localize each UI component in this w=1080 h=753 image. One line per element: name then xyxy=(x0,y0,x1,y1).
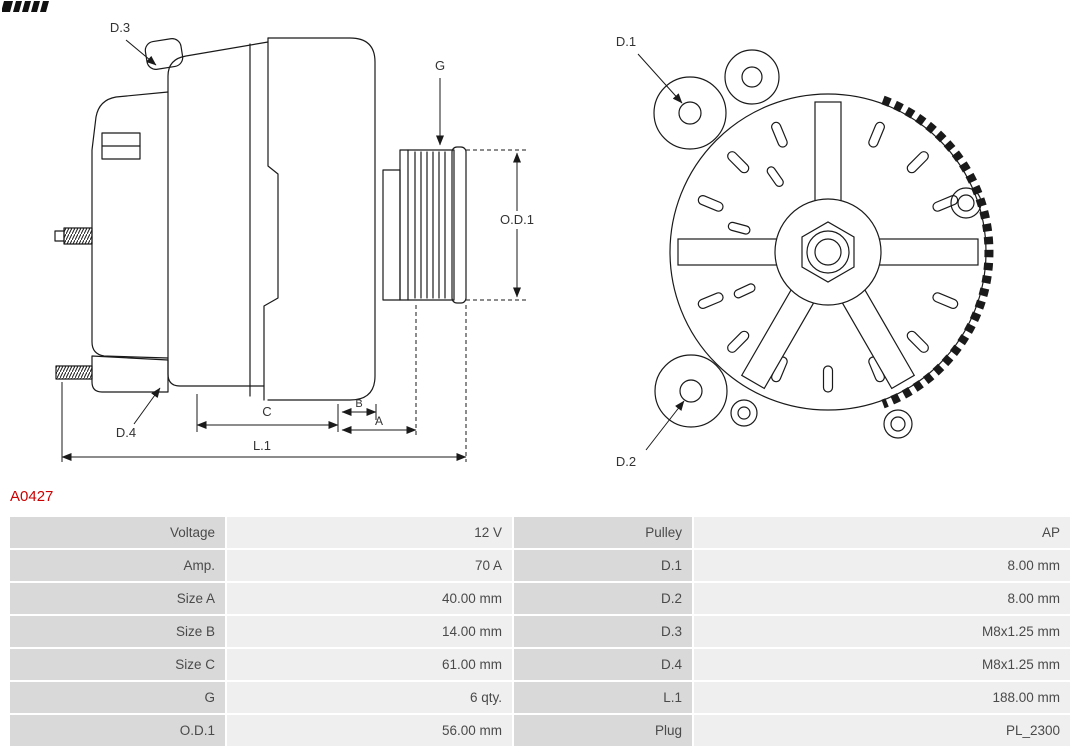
dim-label-a: A xyxy=(375,414,383,428)
spec-label: O.D.1 xyxy=(10,715,225,746)
dim-label-c: C xyxy=(262,404,271,419)
spec-value: 40.00 mm xyxy=(227,583,512,614)
dim-label-l1: L.1 xyxy=(253,438,271,453)
alternator-side-view xyxy=(54,37,467,401)
spokes xyxy=(677,101,979,390)
spec-label: Plug xyxy=(514,715,692,746)
spec-label: Size A xyxy=(10,583,225,614)
spec-value: M8x1.25 mm xyxy=(694,616,1070,647)
spec-label: L.1 xyxy=(514,682,692,713)
alternator-rear-view xyxy=(637,49,994,451)
dim-label-b: B xyxy=(355,398,362,410)
spec-value: 8.00 mm xyxy=(694,583,1070,614)
dim-label-d1: D.1 xyxy=(616,34,636,49)
spec-value: 6 qty. xyxy=(227,682,512,713)
spec-label: Size C xyxy=(10,649,225,680)
spec-label: D.2 xyxy=(514,583,692,614)
spec-table: Voltage 12 V Pulley AP Amp. 70 A D.1 8.0… xyxy=(10,517,1070,746)
spec-label: G xyxy=(10,682,225,713)
technical-diagrams: D.3 D.4 G O.D.1 C B A L.1 D.1 D.2 xyxy=(54,20,994,469)
spec-label: Size B xyxy=(10,616,225,647)
dim-label-od1: O.D.1 xyxy=(500,212,534,227)
spec-label: D.3 xyxy=(514,616,692,647)
dim-label-d4: D.4 xyxy=(116,425,136,440)
spec-label: Amp. xyxy=(10,550,225,581)
side-view-dimensions xyxy=(61,39,526,462)
as-pl-logo-fragment xyxy=(2,1,49,12)
spec-value: PL_2300 xyxy=(694,715,1070,746)
spec-value: 70 A xyxy=(227,550,512,581)
spec-value: AP xyxy=(694,517,1070,548)
spec-value: 12 V xyxy=(227,517,512,548)
spec-value: 14.00 mm xyxy=(227,616,512,647)
part-number[interactable]: A0427 xyxy=(10,488,54,505)
dim-label-g: G xyxy=(435,58,445,73)
spec-value: 8.00 mm xyxy=(694,550,1070,581)
spec-value: 56.00 mm xyxy=(227,715,512,746)
dim-label-d3: D.3 xyxy=(110,20,130,35)
spec-value: 61.00 mm xyxy=(227,649,512,680)
spec-label: Pulley xyxy=(514,517,692,548)
spec-label: Voltage xyxy=(10,517,225,548)
spec-label: D.4 xyxy=(514,649,692,680)
dim-label-d2: D.2 xyxy=(616,454,636,469)
spec-label: D.1 xyxy=(514,550,692,581)
spec-value: M8x1.25 mm xyxy=(694,649,1070,680)
spec-value: 188.00 mm xyxy=(694,682,1070,713)
